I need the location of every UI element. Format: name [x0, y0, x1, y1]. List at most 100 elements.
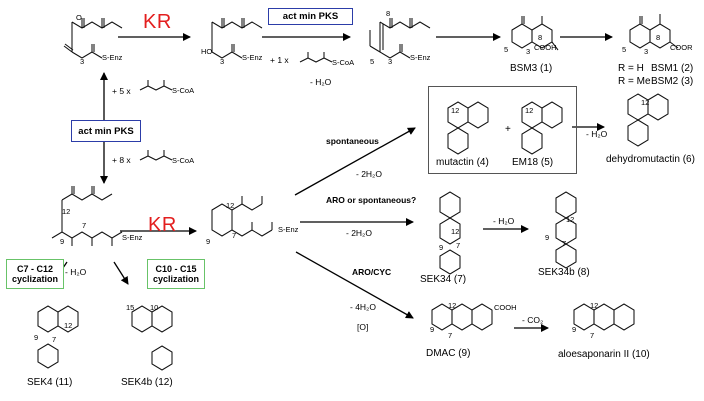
bsm2-label: BSM2 (3) — [651, 76, 694, 87]
num-3-c: 3 — [388, 57, 393, 66]
malonyl-8x: + 8 x — [112, 155, 131, 165]
num-5-a: 5 — [370, 57, 375, 66]
num-9-c: 9 — [439, 243, 444, 252]
senz-label-3: S-Enz — [410, 53, 431, 62]
aloesaponarin-structure — [573, 303, 635, 331]
minus-h2o-left: - H₂O — [65, 267, 87, 277]
cyc-left-line2: cyclization — [11, 274, 58, 284]
arrow-to-sek4b — [113, 261, 129, 285]
scoa-label-3: S-CoA — [332, 58, 355, 67]
em18-structure — [521, 101, 563, 155]
num-12-g: 12 — [566, 215, 575, 224]
cyc-right-line1: C10 - C15 — [155, 263, 197, 274]
cooh-label-dmac: COOH — [494, 303, 517, 312]
cyc-left-line1: C7 - C12 — [16, 263, 53, 274]
bsm1-structure — [629, 14, 679, 49]
num-12-b: 12 — [226, 201, 235, 210]
mutactin-em18-box — [428, 86, 577, 174]
kr-label-mid: KR — [148, 214, 177, 236]
sek34b-structure — [555, 191, 577, 269]
scoa-label-2: S-CoA — [172, 156, 195, 165]
r-h-label: R = H — [618, 63, 644, 74]
bsm1-label: BSM1 (2) — [651, 63, 694, 74]
num-9-g: 9 — [34, 333, 39, 342]
scoa-label-1: S-CoA — [172, 86, 195, 95]
oxidation-label: [O] — [357, 322, 369, 332]
diketide-enz-structure — [63, 18, 123, 59]
ho-label-kr: HO — [201, 47, 213, 56]
sek34-structure — [439, 191, 461, 275]
num-12-a: 12 — [62, 207, 71, 216]
malonyl-coa-structure-8 — [139, 150, 173, 161]
malonyl-5x: + 5 x — [112, 86, 131, 96]
num-5-c: 5 — [622, 45, 627, 54]
r-me-label: R = Me — [618, 76, 651, 87]
senz-label-2: S-Enz — [242, 53, 263, 62]
num-8-a: 8 — [386, 9, 391, 18]
num-9-f: 9 — [572, 325, 577, 334]
num-9-b: 9 — [206, 237, 211, 246]
senz-label-1: S-Enz — [102, 53, 123, 62]
num-9-d: 9 — [545, 233, 550, 242]
num-7-e: 7 — [448, 331, 453, 340]
num-7-c: 7 — [456, 241, 461, 250]
aro-or-spontaneous-label: ARO or spontaneous? — [326, 195, 417, 205]
minus-h2o-mutactin: - H₂O — [586, 129, 608, 139]
num-3-a: 3 — [80, 57, 85, 66]
num-3-d: 3 — [526, 47, 531, 56]
senz-label-4: S-Enz — [122, 233, 143, 242]
num-8-b: 8 — [538, 33, 543, 42]
num-12-f: 12 — [451, 227, 460, 236]
dmac-structure — [431, 303, 493, 331]
num-12-i: 12 — [590, 301, 599, 310]
num-7-a: 7 — [82, 221, 87, 230]
num-3-e: 3 — [644, 47, 649, 56]
num-5-b: 5 — [504, 45, 509, 54]
minus-4h2o: - 4H₂O — [350, 302, 376, 312]
dehydromutactin-structure — [627, 93, 669, 147]
dehydromutactin-label: dehydromutactin (6) — [606, 154, 695, 165]
cooh-label-bsm3: COOH — [534, 43, 557, 52]
bsm3-structure — [511, 16, 559, 51]
act-min-pks-box-top: act min PKS — [268, 8, 353, 25]
oh-label-sek: O — [76, 13, 82, 22]
num-7-b: 7 — [232, 231, 237, 240]
malonyl-1x: + 1 x — [270, 55, 289, 65]
cyclized-intermediate-structure — [211, 196, 273, 237]
num-12-c: 12 — [451, 106, 460, 115]
mutactin-label: mutactin (4) — [436, 157, 489, 168]
sek34-label: SEK34 (7) — [420, 274, 467, 285]
sek34b-label: SEK34b (8) — [538, 267, 590, 278]
num-7-f: 7 — [590, 331, 595, 340]
num-7-d: 7 — [562, 239, 567, 248]
sek4b-label: SEK4b (12) — [121, 377, 173, 388]
arrow-aro-cyc — [295, 251, 414, 319]
num-8-c: 8 — [656, 33, 661, 42]
num-15: 15 — [126, 303, 135, 312]
num-12-e: 12 — [641, 98, 650, 107]
kr-label-top: KR — [143, 11, 172, 33]
sek4b-structure — [131, 305, 173, 371]
minus-2h2o-b: - 2H₂O — [346, 228, 372, 238]
num-9-a: 9 — [60, 237, 65, 246]
dmac-label: DMAC (9) — [426, 348, 471, 359]
octaketide-enz-structure — [51, 186, 123, 246]
num-3-b: 3 — [220, 57, 225, 66]
minus-co2: - CO₂ — [522, 315, 544, 325]
num-7-g: 7 — [52, 335, 57, 344]
num-12-j: 12 — [64, 321, 73, 330]
minus-h2o-top: - H₂O — [310, 77, 332, 87]
plus-sign: + — [505, 124, 511, 135]
sek4-structure — [37, 305, 79, 369]
malonyl-coa-structure-5 — [139, 80, 173, 91]
aro-cyc-label: ARO/CYC — [352, 267, 392, 277]
c10-c15-cyclization-box: C10 - C15 cyclization — [147, 259, 205, 289]
arrow-spontaneous — [294, 127, 416, 196]
minus-2h2o-a: - 2H₂O — [356, 169, 382, 179]
senz-label-5: S-Enz — [278, 225, 299, 234]
bsm3-label: BSM3 (1) — [510, 63, 553, 74]
num-10: 10 — [150, 303, 159, 312]
malonyl-coa-structure-1 — [299, 52, 333, 63]
kr-product-structure — [211, 18, 263, 59]
